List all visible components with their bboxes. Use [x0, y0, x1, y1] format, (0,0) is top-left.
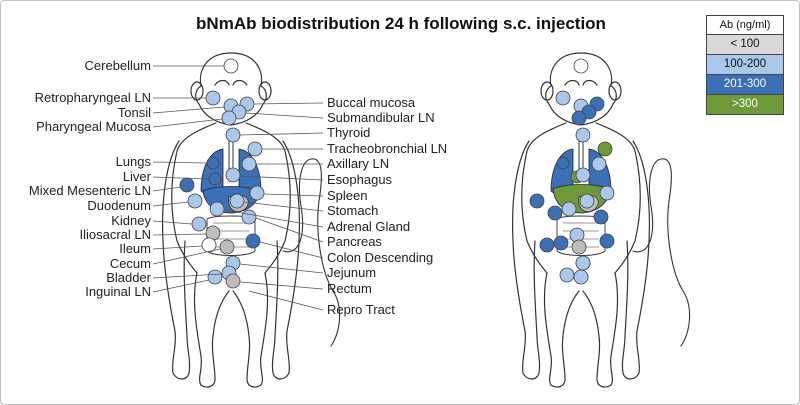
- left-dot-inguinal-ln: [207, 269, 223, 285]
- monkey-left-leg-l: [193, 272, 230, 388]
- right-dot-tracheobronchial-ln: [597, 141, 613, 157]
- monkey-left-arm-r: [271, 140, 300, 380]
- left-dot-thyroid: [225, 127, 241, 143]
- label-cerebellum: Cerebellum: [84, 58, 151, 73]
- monkey-left-torso: [171, 122, 291, 274]
- left-dot-pharyngeal-mucosa: [221, 110, 237, 126]
- label-retropharyngeal-ln: Retropharyngeal LN: [34, 90, 151, 105]
- right-dot-esophagus: [575, 167, 591, 183]
- left-dot-esophagus: [225, 167, 241, 183]
- right-dot-colon-descending: [599, 233, 615, 249]
- label-iliosacral-ln: Iliosacral LN: [79, 227, 151, 242]
- label-rectum: Rectum: [327, 281, 372, 296]
- left-dot-cecum: [219, 239, 235, 255]
- label-pancreas: Pancreas: [327, 234, 382, 249]
- label-esophagus: Esophagus: [327, 172, 393, 187]
- right-dot-pharyngeal-mucosa: [571, 110, 587, 126]
- right-dot-bladder: [559, 267, 575, 283]
- right-dot-spleen: [599, 185, 615, 201]
- label-stomach: Stomach: [327, 203, 379, 218]
- left-intestines: [206, 215, 256, 256]
- monkey-left-leg-r: [232, 272, 269, 388]
- right-dot-pancreas: [593, 209, 609, 225]
- label-jejunum: Jejunum: [327, 265, 377, 280]
- left-dot-duodenum: [187, 193, 203, 209]
- right-dot-stomach: [579, 193, 595, 209]
- label-mixed-mesenteric-ln: Mixed Mesenteric LN: [28, 183, 151, 198]
- right-dot-duodenum: [547, 205, 563, 221]
- left-dot-tracheobronchial-ln: [247, 141, 263, 157]
- label-spleen: Spleen: [327, 188, 368, 203]
- right-dot-kidney: [553, 235, 569, 251]
- right-dot-adrenal-gland: [561, 201, 577, 217]
- label-tracheobronchial-ln: Tracheobronchial LN: [327, 141, 448, 156]
- label-lungs: Lungs: [115, 154, 151, 169]
- label-bladder: Bladder: [106, 270, 151, 285]
- legend-item-201-300: 201-300: [707, 75, 783, 95]
- right-dot-ileum: [539, 237, 555, 253]
- right-dot-rectum: [575, 255, 591, 271]
- left-dot-rectum: [225, 273, 241, 289]
- right-dot-thyroid: [575, 127, 591, 143]
- monkey-left-dots: [179, 58, 265, 289]
- leader-lines-right: [223, 102, 324, 311]
- monkey-right-dots: [529, 58, 615, 285]
- legend-item-gt300: >300: [707, 95, 783, 114]
- label-adrenal-gland: Adrenal Gland: [327, 219, 411, 234]
- left-dot-liver: [208, 172, 222, 186]
- right-dot-retropharyngeal-ln: [555, 90, 571, 106]
- label-liver: Liver: [122, 169, 151, 184]
- monkey-right-tail: [632, 158, 691, 347]
- left-dot-axillary-ln: [241, 156, 257, 172]
- left-dot-spleen: [249, 185, 265, 201]
- legend-item-100-200: 100-200: [707, 55, 783, 75]
- left-dot-adrenal-gland: [209, 201, 225, 217]
- left-dot-cerebellum: [223, 58, 239, 74]
- monkey-right-torso: [521, 122, 641, 274]
- label-duodenum: Duodenum: [87, 198, 151, 213]
- label-kidney: Kidney: [111, 213, 151, 228]
- left-dot-mixed-mesenteric-ln: [179, 177, 195, 193]
- label-tonsil: Tonsil: [117, 105, 151, 120]
- left-dot-colon-descending: [245, 233, 261, 249]
- right-dot-axillary-ln: [591, 156, 607, 172]
- left-dot-stomach: [229, 193, 245, 209]
- leader-lines-left: [152, 65, 225, 293]
- right-dot-cecum: [571, 239, 587, 255]
- legend-item-lt100: < 100: [707, 35, 783, 55]
- legend: Ab (ng/ml) < 100 100-200 201-300 >300: [706, 15, 784, 115]
- left-dot-kidney: [191, 216, 207, 232]
- label-cecum: Cecum: [109, 256, 151, 271]
- left-dot-lungs: [206, 156, 220, 170]
- label-repro-tract: Repro Tract: [327, 302, 395, 317]
- left-dot-pancreas: [241, 209, 257, 225]
- right-dot-lungs: [556, 156, 570, 170]
- left-dot-retropharyngeal-ln: [205, 90, 221, 106]
- legend-header: Ab (ng/ml): [707, 16, 783, 35]
- label-pharyngeal-mucosa: Pharyngeal Mucosa: [36, 119, 151, 134]
- monkey-left-ear-l: [190, 81, 204, 101]
- right-dot-mixed-mesenteric-ln: [529, 193, 545, 209]
- monkey-left-tail: [282, 158, 341, 347]
- right-dot-inguinal-ln: [573, 269, 589, 285]
- label-ileum: Ileum: [119, 241, 151, 256]
- label-buccal-mucosa: Buccal mucosa: [327, 95, 416, 110]
- monkey-left-arm-l: [162, 140, 191, 380]
- label-axillary-ln: Axillary LN: [327, 156, 390, 171]
- label-submandibular-ln: Submandibular LN: [327, 110, 435, 125]
- monkey-right: [512, 52, 691, 388]
- label-inguinal-ln: Inguinal LN: [85, 284, 151, 299]
- monkey-left-ear-r: [258, 81, 272, 101]
- label-thyroid: Thyroid: [327, 125, 371, 140]
- right-dot-cerebellum: [573, 58, 589, 74]
- left-dot-ileum: [201, 237, 217, 253]
- figure-title: bNmAb biodistribution 24 h following s.c…: [196, 14, 606, 33]
- label-colon-descending: Colon Descending: [327, 250, 434, 265]
